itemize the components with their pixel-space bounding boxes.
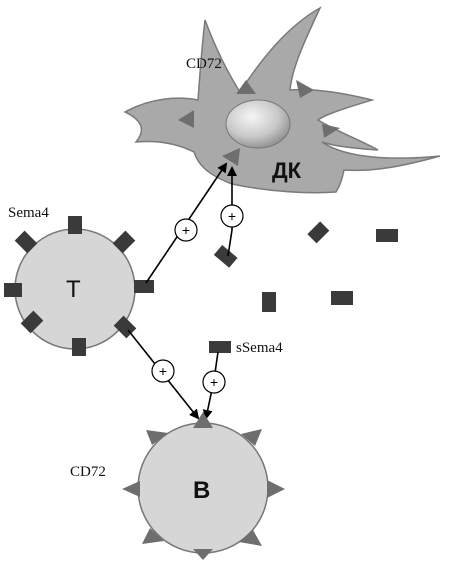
soluble-sema4-fragments [209, 221, 398, 353]
cd72-receptor-icon [239, 530, 262, 546]
nucleus [225, 99, 291, 149]
cd72-receptor-icon [267, 480, 285, 498]
plus-marker-2: + [220, 204, 244, 228]
plus-circle-icon [202, 370, 226, 394]
cd72-receptor-icon [296, 80, 314, 98]
soluble-sema4-icon [213, 244, 238, 268]
sema4-receptor-icon [112, 230, 136, 254]
soluble-sema4-icon [262, 292, 276, 312]
cd72-receptor-icon [193, 412, 213, 428]
soluble-sema4-icon [331, 291, 353, 305]
sema4-receptor-icon [20, 310, 44, 334]
soluble-sema4-icon [307, 221, 330, 244]
cd72-receptor-icon [142, 528, 164, 544]
plus-sign: + [159, 363, 167, 379]
plus-sign: + [210, 374, 218, 390]
cd72-receptor-icon [236, 80, 256, 94]
cd72-receptor-icon [178, 110, 194, 128]
ssema4-label: sSema4 [236, 340, 283, 356]
plus-marker-4: + [202, 370, 226, 394]
cd72-receptor-icon [222, 148, 240, 166]
cd72-bottom-label: CD72 [70, 464, 106, 480]
soluble-sema4-icon [376, 229, 398, 242]
sema4-receptor-icon [14, 230, 38, 254]
cd72-receptor-icon [193, 549, 213, 560]
soluble-sema4-icon [209, 341, 231, 353]
plus-circle-icon [220, 204, 244, 228]
plus-circle-icon [174, 218, 198, 242]
sema4-receptor-icon [4, 283, 22, 297]
sema4-label: Sema4 [8, 205, 49, 221]
b-cell-label: B [193, 477, 210, 504]
cd72-receptor-icon [241, 429, 262, 446]
plus-sign: + [182, 222, 190, 238]
plus-sign: + [228, 208, 236, 224]
t-cell [4, 216, 154, 356]
t-cell-label: T [66, 276, 81, 303]
sema4-receptor-icon [72, 338, 86, 356]
plus-marker-3: + [151, 359, 175, 383]
cd72-receptor-icon [122, 481, 140, 497]
arrow-ssema4-to-dc [227, 166, 237, 257]
plus-marker-1: + [174, 218, 198, 242]
sema4-receptor-icon [134, 280, 154, 293]
plus-circle-icon [151, 359, 175, 383]
cd72-top-label: CD72 [186, 56, 222, 72]
cd72-receptor-icon [322, 124, 340, 138]
dc-label: ДК [272, 158, 302, 183]
cd72-receptor-icon [146, 430, 168, 445]
sema4-receptor-icon [68, 216, 82, 234]
b-cell [122, 412, 285, 560]
